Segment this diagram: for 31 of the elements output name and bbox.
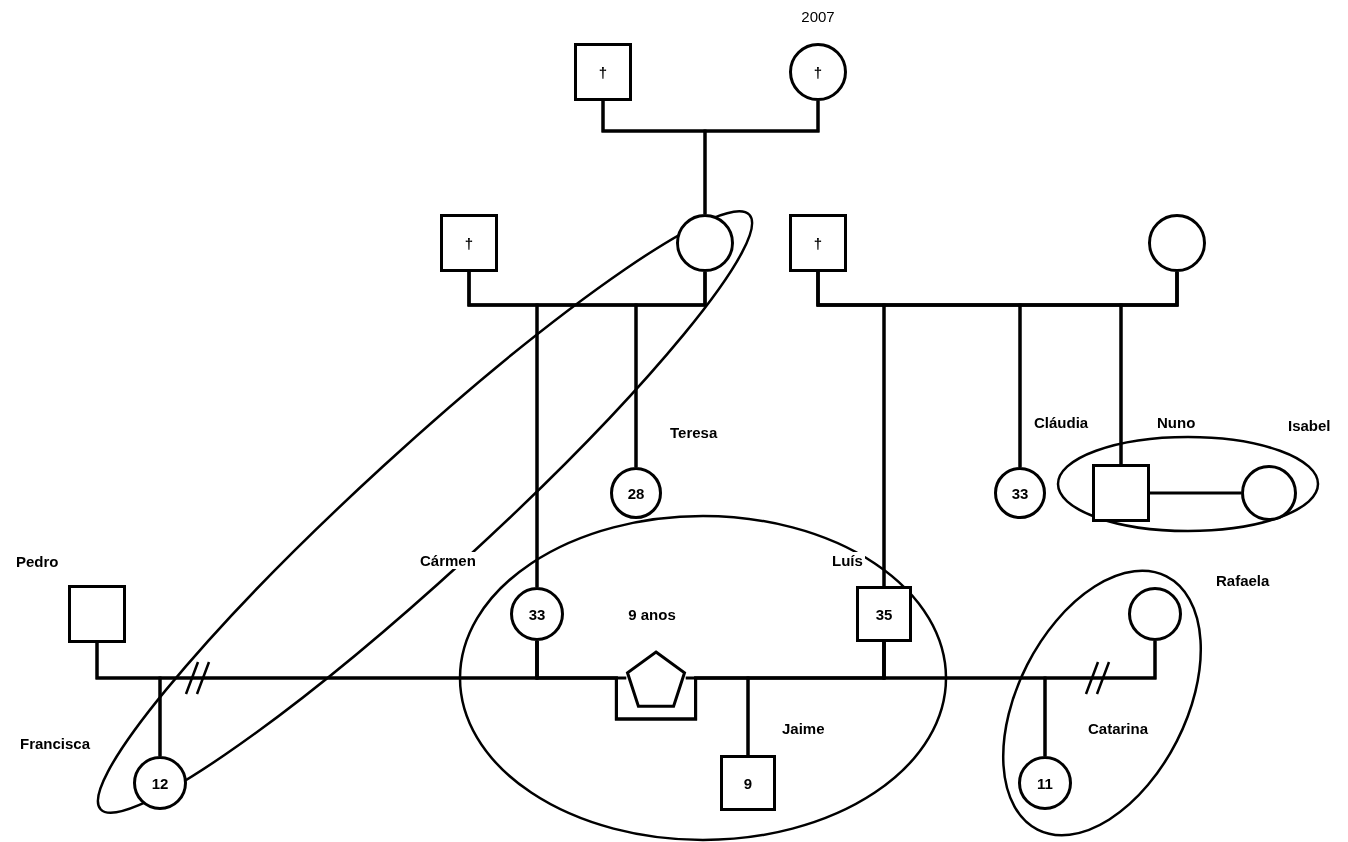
female-circle: 28 bbox=[610, 467, 662, 519]
person-name: Pedro bbox=[14, 553, 61, 570]
person-name: Isabel bbox=[1286, 417, 1333, 434]
male-square: † bbox=[440, 214, 498, 272]
female-circle: 12 bbox=[133, 756, 187, 810]
person-name: Francisca bbox=[18, 735, 93, 752]
male-square bbox=[1092, 464, 1150, 522]
relationship-line bbox=[703, 101, 820, 214]
male-square: † bbox=[574, 43, 632, 101]
female-circle: 33 bbox=[510, 587, 564, 641]
female-circle: 33 bbox=[994, 467, 1046, 519]
person-name: Luís bbox=[830, 552, 865, 569]
male-square: 9 bbox=[720, 755, 776, 811]
relationship-line bbox=[1150, 491, 1241, 495]
relationship-line bbox=[1043, 641, 1157, 756]
female-circle bbox=[1128, 587, 1182, 641]
female-circle bbox=[676, 214, 734, 272]
male-square: † bbox=[789, 214, 847, 272]
female-circle bbox=[1241, 465, 1297, 521]
relationship-line bbox=[634, 272, 707, 467]
person-name: Cláudia bbox=[1032, 414, 1091, 431]
person-name: Catarina bbox=[1086, 720, 1151, 737]
female-circle: † bbox=[789, 43, 847, 101]
person-name: Rafaela bbox=[1214, 572, 1272, 589]
person-name: Jaime bbox=[780, 720, 827, 737]
relationship-line bbox=[1119, 272, 1179, 464]
person-name: Cármen bbox=[418, 552, 478, 569]
female-circle bbox=[1148, 214, 1206, 272]
female-circle: 11 bbox=[1018, 756, 1072, 810]
male-square bbox=[68, 585, 126, 643]
male-square: 35 bbox=[856, 586, 912, 642]
